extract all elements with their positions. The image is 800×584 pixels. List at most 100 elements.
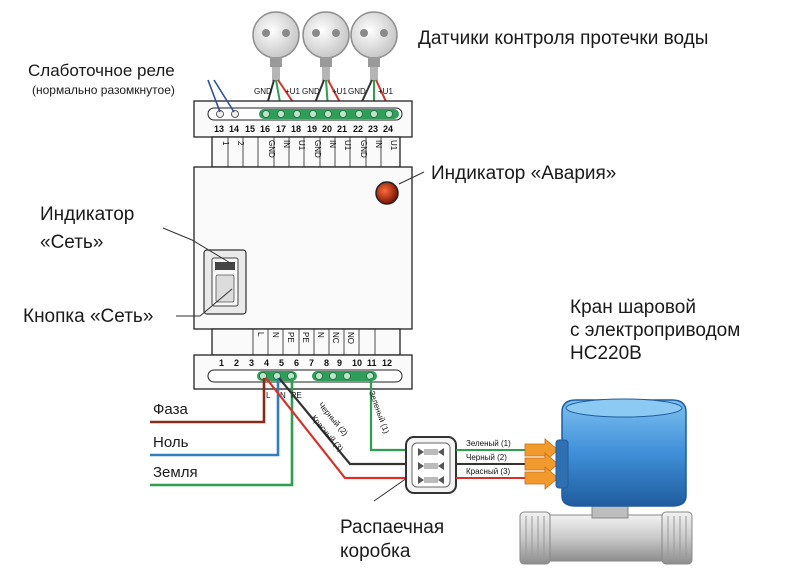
terminal-label: 1 xyxy=(221,141,230,146)
terminal-label: U1 xyxy=(389,140,398,151)
top-terminal-numbers: 13 14 15 16 17 18 19 20 21 22 23 24 xyxy=(214,124,393,134)
relay-title: Слаботочное реле xyxy=(28,61,175,80)
sensor-pin-gnd: GND xyxy=(302,87,320,96)
terminal-number: 23 xyxy=(368,124,378,134)
terminal-number: 1 xyxy=(219,358,224,368)
terminal-number: 2 xyxy=(234,358,239,368)
terminal-number: 21 xyxy=(337,124,347,134)
ground-label: Земля xyxy=(153,464,198,481)
supply-wires xyxy=(150,378,294,487)
sensor-pin-u1: +U1 xyxy=(285,87,300,96)
terminal-number: 18 xyxy=(291,124,301,134)
terminal-number: 11 xyxy=(367,358,377,368)
relay-subtitle: (нормально разомкнутое) xyxy=(32,83,175,97)
green-control-wire xyxy=(369,378,408,452)
terminal-label: GND xyxy=(313,140,322,158)
sensor-pin-labels: GND +U1 GND +U1 GND +U1 xyxy=(254,87,393,96)
terminal-label: IN xyxy=(374,140,383,148)
terminal-number: 7 xyxy=(309,358,314,368)
control-wire-labels: Зеленый (1) Черный (2) Красный (3) xyxy=(309,390,391,454)
supply-mark-l: L xyxy=(266,391,271,400)
top-terminal-cells xyxy=(227,137,382,167)
bottom-terminal-numbers: 1 2 3 4 5 6 7 8 9 10 11 12 xyxy=(219,358,392,368)
terminal-label: GND xyxy=(267,140,276,158)
sensor-pin-gnd: GND xyxy=(348,87,366,96)
power-indicator-label-line2: «Сеть» xyxy=(40,232,103,253)
supply-mark-n: N xyxy=(280,391,286,400)
alarm-led-icon xyxy=(375,181,399,205)
terminal-label: U1 xyxy=(343,140,352,151)
power-indicator-window xyxy=(215,262,235,270)
terminal-number: 19 xyxy=(307,124,317,134)
terminal-label: PE xyxy=(286,332,295,343)
top-terminal-labels: 1 2 GND IN U1 GND IN U1 GND IN U1 xyxy=(221,140,398,158)
terminal-number: 10 xyxy=(352,358,362,368)
power-button-rocker[interactable] xyxy=(215,274,235,303)
terminal-number: 24 xyxy=(383,124,393,134)
valve-label-line1: Кран шаровой xyxy=(570,297,696,318)
phase-wire xyxy=(150,378,266,424)
black-control-wire xyxy=(278,377,408,466)
junction-box xyxy=(405,436,457,494)
terminal-number: 22 xyxy=(353,124,363,134)
valve-label-line2: с электроприводом xyxy=(570,320,740,341)
supply-marks: L N PE xyxy=(266,391,302,400)
cable-arrows xyxy=(524,438,559,490)
power-switch[interactable] xyxy=(203,249,247,315)
terminal-number: 9 xyxy=(337,358,342,368)
valve-label-line3: НС220В xyxy=(570,343,642,364)
sensors-title: Датчики контроля протечки воды xyxy=(418,28,708,49)
terminal-number: 12 xyxy=(382,358,392,368)
neutral-wire xyxy=(150,378,280,457)
terminal-label: PE xyxy=(301,332,310,343)
terminal-label: NO xyxy=(346,332,355,344)
bottom-terminal-labels: L N PE PE N NC NO xyxy=(256,332,355,344)
terminal-label: L xyxy=(256,332,265,337)
junction-box-label-line1: Распаечная xyxy=(340,517,444,538)
junction-box-label-line2: коробка xyxy=(340,541,411,562)
valve-wire-label-black: Черный (2) xyxy=(466,453,507,462)
terminal-label: IN xyxy=(328,140,337,148)
sensor-pin-gnd: GND xyxy=(254,87,272,96)
power-indicator-label-line1: Индикатор xyxy=(40,204,134,225)
red-control-wire xyxy=(265,377,408,480)
terminal-label: 2 xyxy=(236,141,245,146)
leak-sensors xyxy=(252,11,398,81)
valve-wire-label-green: Зеленый (1) xyxy=(466,439,511,448)
terminal-number: 4 xyxy=(264,358,269,368)
controller-unit: 13 14 15 16 17 18 19 20 21 22 23 24 1 2 … xyxy=(193,100,413,390)
terminal-label: N xyxy=(316,332,325,338)
terminal-label: U1 xyxy=(297,140,306,151)
callout-lines xyxy=(162,171,425,502)
leak-sensor-3 xyxy=(350,11,398,81)
valve-actuator xyxy=(561,399,687,507)
valve-control-wires xyxy=(265,377,408,480)
terminal-number: 13 xyxy=(214,124,224,134)
relay-wires xyxy=(207,79,235,113)
top-screws xyxy=(262,110,393,118)
terminal-number: 5 xyxy=(279,358,284,368)
phase-label: Фаза xyxy=(153,401,188,418)
bottom-terminal-cells xyxy=(252,329,376,355)
terminal-number: 6 xyxy=(294,358,299,368)
motorized-ball-valve xyxy=(519,398,693,565)
terminal-label: GND xyxy=(359,140,368,158)
leak-sensor-2 xyxy=(302,11,350,81)
sensor-wires xyxy=(265,79,390,109)
terminal-label: NC xyxy=(331,332,340,344)
power-button-label: Кнопка «Сеть» xyxy=(23,306,153,327)
terminal-number: 16 xyxy=(260,124,270,134)
terminal-number: 20 xyxy=(322,124,332,134)
valve-wire-label-red: Красный (3) xyxy=(466,467,511,476)
terminal-label: N xyxy=(271,332,280,338)
terminal-label: IN xyxy=(282,140,291,148)
neutral-label: Ноль xyxy=(153,434,189,451)
supply-mark-pe: PE xyxy=(291,391,302,400)
terminal-number: 8 xyxy=(324,358,329,368)
bottom-screws xyxy=(259,372,374,380)
valve-wire-labels: Зеленый (1) Черный (2) Красный (3) xyxy=(466,439,511,476)
sensor-pin-u1: +U1 xyxy=(378,87,393,96)
terminal-number: 15 xyxy=(245,124,255,134)
terminal-number: 3 xyxy=(249,358,254,368)
